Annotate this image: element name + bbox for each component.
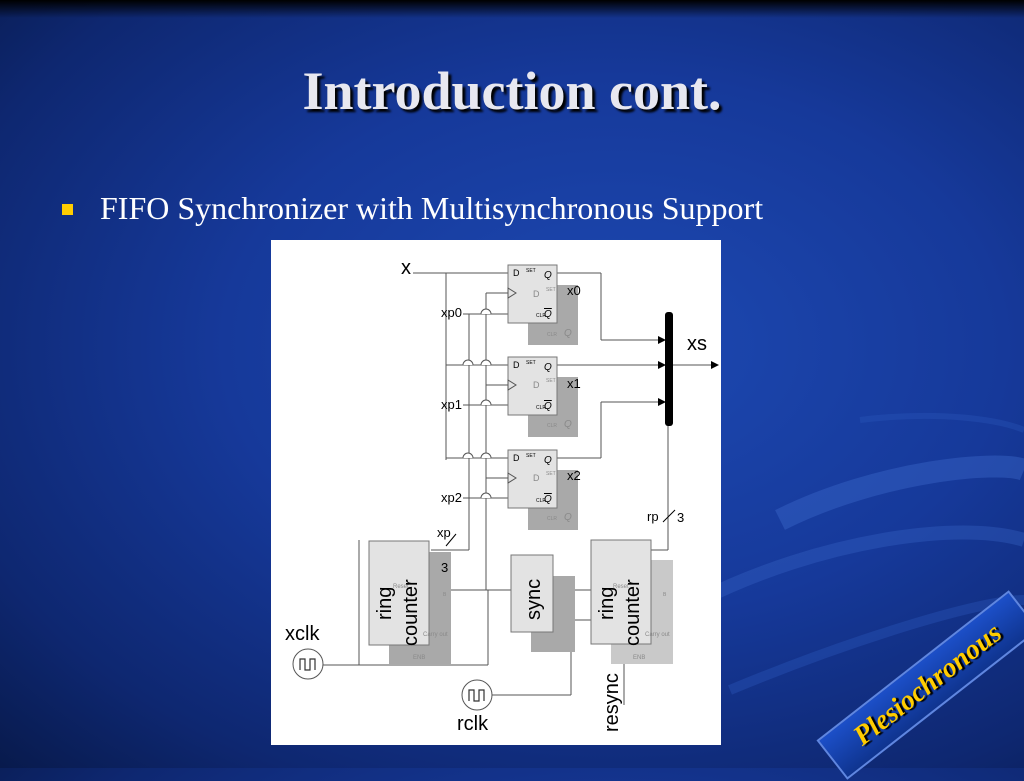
ff1-d: D bbox=[513, 360, 520, 370]
ring-left-ghost-reset: Reset bbox=[393, 584, 409, 590]
ff1-q: Q bbox=[544, 362, 552, 373]
ff0-ghost-set: SET bbox=[546, 287, 556, 293]
ff0-qbar: Q bbox=[544, 309, 552, 320]
signal-x: x bbox=[401, 257, 411, 279]
sync-label: sync bbox=[523, 579, 545, 620]
xs-bus-bar bbox=[665, 312, 673, 426]
ff0-ghost-clr: CLR bbox=[547, 332, 557, 338]
signal-rp: rp bbox=[647, 509, 659, 524]
fifo-synchronizer-diagram: D SET Q CLR Q D SET Q CLR Q D SET Q CLR … bbox=[271, 240, 721, 745]
ff2-ghost-set: SET bbox=[546, 471, 556, 477]
bullet-text: FIFO Synchronizer with Multisynchronous … bbox=[100, 190, 764, 226]
ff2-ghost-q: Q bbox=[564, 512, 572, 523]
ring-right-label-2: counter bbox=[622, 579, 644, 646]
ff2-clr: CLR bbox=[536, 498, 546, 504]
ring-right-ghost-reset: Reset bbox=[613, 584, 629, 590]
ring-right-ghost-enb: ENB bbox=[633, 655, 645, 661]
top-shadow-bar bbox=[0, 0, 1024, 18]
sync-block bbox=[510, 554, 554, 633]
ring-left-label-1: ring bbox=[374, 587, 396, 620]
flip-flop-2 bbox=[507, 449, 558, 509]
signal-x1: x1 bbox=[567, 376, 581, 391]
ring-left-ghost-b: B bbox=[443, 592, 447, 598]
ring-right-ghost-b: B bbox=[663, 592, 667, 598]
ff0-d: D bbox=[513, 268, 520, 278]
ff0-ghost-q: Q bbox=[564, 328, 572, 339]
slide-title: Introduction cont. bbox=[302, 61, 722, 121]
ring-left-ghost-carry: Carry out bbox=[423, 632, 448, 638]
ff2-set: SET bbox=[526, 453, 536, 459]
signal-xp: xp bbox=[437, 525, 451, 540]
signal-xp0: xp0 bbox=[441, 305, 462, 320]
signal-rclk: rclk bbox=[457, 713, 489, 735]
xclk-clock-icon bbox=[292, 648, 324, 680]
ff1-ghost-set: SET bbox=[546, 378, 556, 384]
ring-counter-right bbox=[590, 539, 652, 645]
signal-x2: x2 bbox=[567, 468, 581, 483]
ff2-d: D bbox=[513, 453, 520, 463]
flip-flop-1 bbox=[507, 356, 558, 416]
signal-x0: x0 bbox=[567, 283, 581, 298]
flip-flop-0 bbox=[507, 264, 558, 324]
signal-xp1: xp1 bbox=[441, 397, 462, 412]
ring-left-ghost-enb: ENB bbox=[413, 655, 425, 661]
bullet-square-icon bbox=[62, 204, 73, 215]
ff2-ghost-d: D bbox=[533, 473, 540, 483]
signal-xp2: xp2 bbox=[441, 490, 462, 505]
ff1-ghost-q: Q bbox=[564, 419, 572, 430]
ff2-q: Q bbox=[544, 455, 552, 466]
bus-width-xp: 3 bbox=[441, 560, 448, 575]
ff1-ghost-clr: CLR bbox=[547, 423, 557, 429]
ff0-set: SET bbox=[526, 268, 536, 274]
signal-xclk: xclk bbox=[285, 623, 320, 645]
ff0-ghost-d: D bbox=[533, 289, 540, 299]
bus-width-rp: 3 bbox=[677, 510, 684, 525]
ff2-ghost-clr: CLR bbox=[547, 516, 557, 522]
ff2-qbar: Q bbox=[544, 494, 552, 505]
ring-right-ghost-carry: Carry out bbox=[645, 632, 670, 638]
ff1-clr: CLR bbox=[536, 405, 546, 411]
ff1-qbar: Q bbox=[544, 401, 552, 412]
rclk-clock-icon bbox=[461, 679, 493, 711]
ff1-ghost-d: D bbox=[533, 380, 540, 390]
ff0-clr: CLR bbox=[536, 313, 546, 319]
ff0-q: Q bbox=[544, 270, 552, 281]
ring-left-label-2: counter bbox=[400, 579, 422, 646]
ff1-set: SET bbox=[526, 360, 536, 366]
ring-counter-left bbox=[368, 540, 430, 646]
circuit-schematic: D SET Q CLR Q D SET Q CLR Q D SET Q CLR … bbox=[285, 257, 719, 735]
ring-right-label-1: ring bbox=[596, 587, 618, 620]
signal-xs: xs bbox=[687, 333, 707, 355]
signal-resync: resync bbox=[601, 673, 623, 732]
